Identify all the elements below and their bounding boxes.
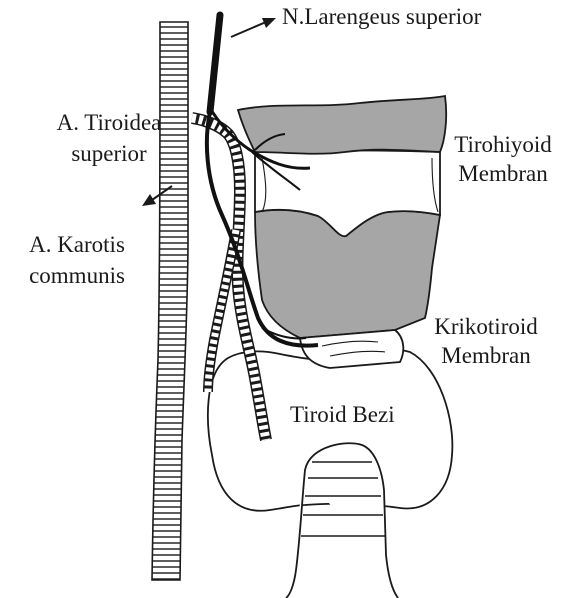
label-cricothyroid-membrane-line1: Krikotiroid [416,314,556,339]
label-superior-thyroid-artery: A. Tiroidea superior [20,110,198,166]
label-cricothyroid-membrane-line2: Membran [416,343,556,368]
common-carotid-artery [152,22,188,580]
label-superior-thyroid-artery-line2: superior [20,141,198,166]
label-cricothyroid-membrane: Krikotiroid Membran [416,314,556,368]
arrow-nerve-label [231,18,276,37]
label-thyroid-gland: Tiroid Bezi [290,402,395,427]
label-thyrohyoid-membrane-line2: Membran [442,161,564,186]
label-common-carotid-artery: A. Karotis communis [2,232,152,288]
label-thyrohyoid-membrane: Tirohiyoid Membran [442,132,564,186]
label-common-carotid-artery-line1: A. Karotis [2,232,152,257]
label-nerve: N.Larengeus superior [282,4,481,29]
label-thyrohyoid-membrane-line1: Tirohiyoid [442,132,564,157]
hyoid-bone [238,96,446,154]
label-common-carotid-artery-line2: communis [2,263,152,288]
label-superior-thyroid-artery-line1: A. Tiroidea [20,110,198,135]
